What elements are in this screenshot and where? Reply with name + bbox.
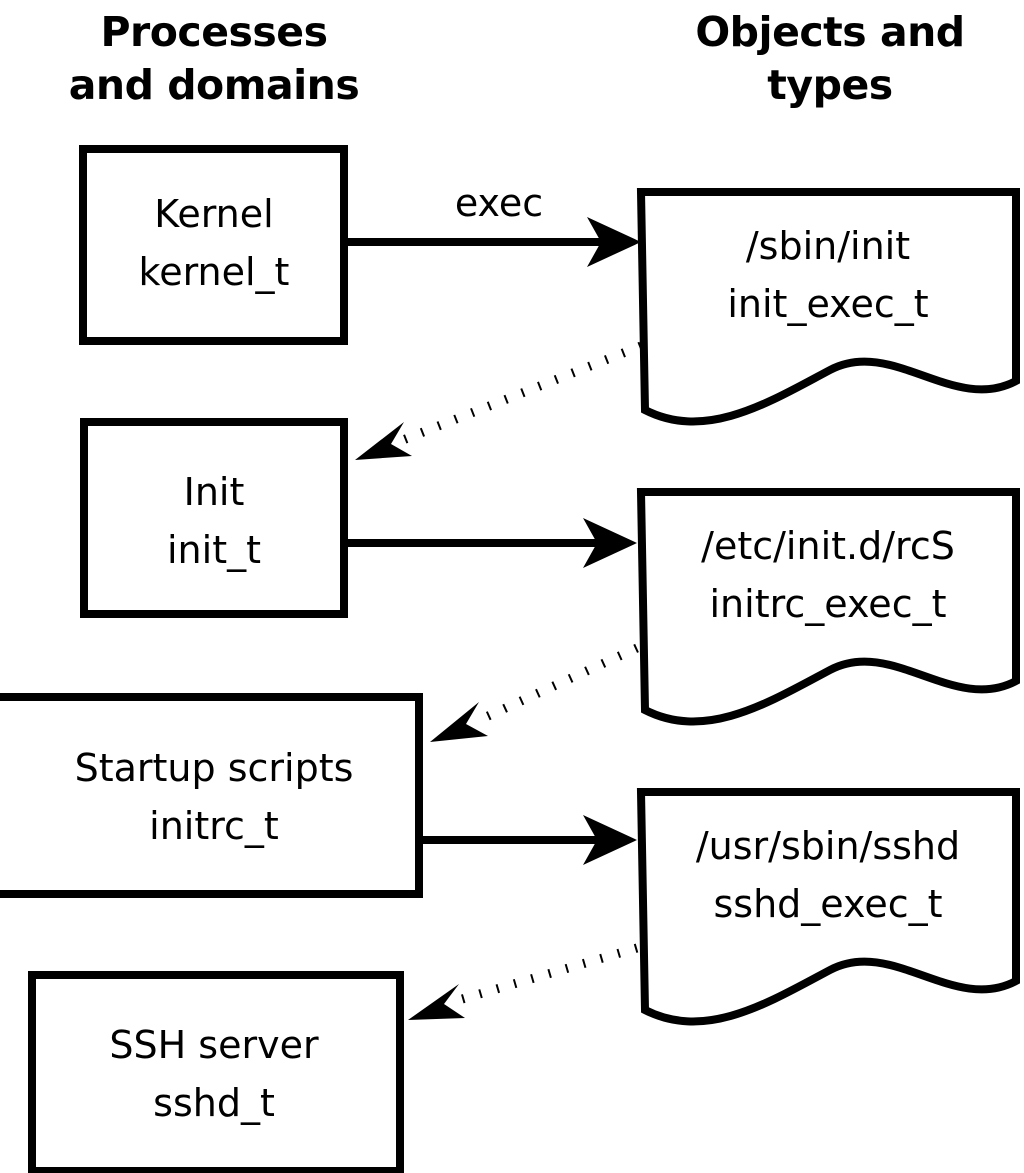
node-kernel-line1: Kernel [154, 192, 273, 236]
edge-sshd_exec-transition-sshd-line [450, 943, 639, 1007]
node-init_exec[interactable]: /sbin/init init_exec_t [636, 188, 1020, 426]
node-initrc_exec-document-shape[interactable] [636, 488, 1020, 726]
node-initrc_exec-line2: initrc_exec_t [710, 582, 947, 626]
node-sshd-box[interactable] [28, 971, 404, 1173]
edge-initrc_exec-transition-initrc-arrowhead [430, 702, 488, 742]
edge-kernel-exec-init_exec-arrowhead [587, 217, 641, 267]
edge-sshd_exec-transition-sshd-arrowhead [408, 984, 465, 1020]
edge-initrc-exec-sshd_exec-arrowhead [583, 815, 637, 865]
node-init-box[interactable] [80, 418, 348, 618]
edge-initrc_exec-transition-initrc-line [473, 643, 639, 727]
edge-initrc-exec-sshd_exec [423, 815, 637, 865]
node-initrc-line1: Startup scripts [75, 746, 354, 790]
edge-sshd_exec-transition-sshd [408, 943, 639, 1020]
edge-init-exec-initrc_exec [348, 518, 637, 568]
node-init-line2: init_t [167, 528, 261, 572]
edge-init-exec-initrc_exec-arrowhead [583, 518, 637, 568]
column-header-objects-line2: types [767, 61, 892, 109]
node-sshd-line1: SSH server [109, 1023, 319, 1067]
node-sshd-line2: sshd_t [153, 1081, 275, 1125]
node-sshd_exec-line2: sshd_exec_t [713, 882, 942, 926]
node-sshd_exec[interactable]: /usr/sbin/sshd sshd_exec_t [636, 788, 1020, 1026]
node-sshd[interactable]: SSH server sshd_t [28, 971, 404, 1173]
node-kernel-line2: kernel_t [139, 250, 290, 294]
node-initrc_exec-line1: /etc/init.d/rcS [701, 524, 955, 568]
node-sshd_exec-line1: /usr/sbin/sshd [696, 824, 960, 868]
column-header-processes-line1: Processes [100, 8, 327, 56]
node-kernel[interactable]: Kernel kernel_t [79, 145, 348, 345]
column-header-objects: Objects and types [695, 8, 965, 109]
column-header-processes-line2: and domains [69, 61, 360, 109]
column-header-objects-line1: Objects and [695, 8, 964, 56]
node-initrc[interactable]: Startup scripts initrc_t [0, 693, 423, 898]
node-init_exec-line2: init_exec_t [727, 282, 928, 326]
edge-kernel-exec-init_exec: exec [348, 181, 641, 267]
edge-initrc_exec-transition-initrc [430, 643, 639, 742]
node-kernel-box[interactable] [79, 145, 348, 345]
node-initrc_exec[interactable]: /etc/init.d/rcS initrc_exec_t [636, 488, 1020, 726]
edge-label-exec: exec [455, 181, 543, 225]
node-init_exec-document-shape[interactable] [636, 188, 1020, 426]
column-header-processes: Processes and domains [69, 8, 360, 109]
edge-init_exec-transition-init-line [396, 341, 643, 447]
edge-init_exec-transition-init-arrowhead [355, 422, 412, 460]
node-initrc-box[interactable] [0, 693, 423, 898]
node-sshd_exec-document-shape[interactable] [636, 788, 1020, 1026]
node-init-line1: Init [184, 470, 245, 514]
edge-init_exec-transition-init [355, 341, 643, 460]
node-init_exec-line1: /sbin/init [746, 224, 910, 268]
node-init[interactable]: Init init_t [80, 418, 348, 618]
node-initrc-line2: initrc_t [149, 804, 279, 848]
